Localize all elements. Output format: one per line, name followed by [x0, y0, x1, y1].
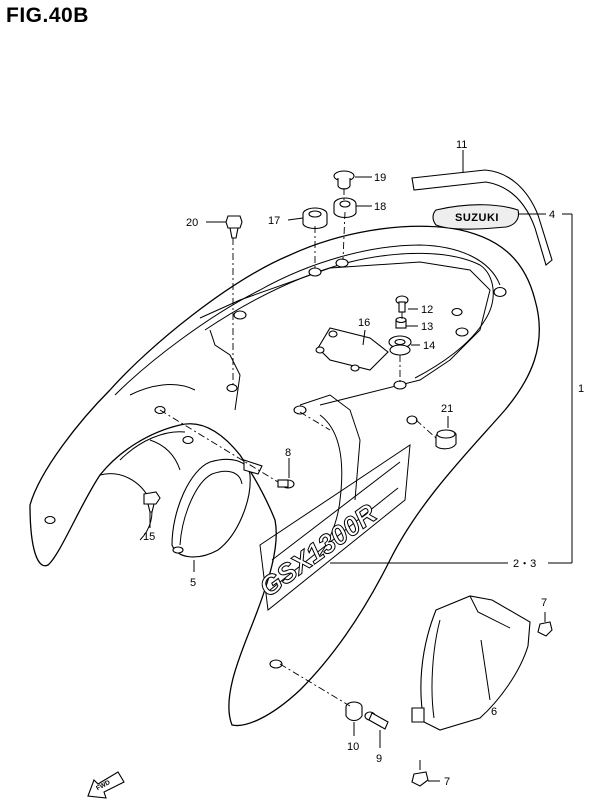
callout-5: 5	[190, 577, 196, 589]
part-14-grommet	[388, 335, 412, 356]
callout-10: 10	[347, 741, 359, 753]
part-9-bolt	[364, 711, 389, 730]
part-20-clip	[225, 215, 243, 239]
callout-7-upper: 7	[541, 597, 547, 609]
part-16-bracket	[315, 327, 389, 372]
callout-6: 6	[491, 706, 497, 718]
callout-1: 1	[578, 383, 584, 395]
callout-2-3: 2・3	[513, 558, 536, 570]
callout-21: 21	[441, 403, 453, 415]
callout-13: 13	[421, 321, 433, 333]
part-10-grommet	[345, 701, 363, 722]
callout-17: 17	[268, 215, 280, 227]
callout-16: 16	[358, 317, 370, 329]
callouts: 1 2・3 4 5 6 7 7 8 9 10 11 12 13 14 15 16…	[143, 139, 584, 788]
callout-20: 20	[186, 217, 198, 229]
fwd-arrow-icon: FWD	[87, 771, 125, 799]
callout-14: 14	[423, 340, 435, 352]
part-8-screw	[277, 479, 295, 489]
part-12-bolt	[395, 295, 409, 313]
callout-9: 9	[376, 753, 382, 765]
callout-7-lower: 7	[444, 776, 450, 788]
suzuki-emblem-text: SUZUKI	[455, 212, 499, 224]
callout-15: 15	[143, 531, 155, 543]
callout-18: 18	[374, 201, 386, 213]
figure-title: FIG.40B	[6, 4, 89, 27]
seat-tail-cover	[29, 225, 540, 727]
part-19-plug	[333, 170, 355, 190]
callout-8: 8	[285, 447, 291, 459]
part-17-cushion	[302, 207, 328, 230]
part-7-screw-upper	[537, 621, 553, 637]
rail-strip	[411, 169, 553, 266]
part-6-side-cover	[411, 595, 531, 731]
callout-19: 19	[374, 172, 386, 184]
callout-4: 4	[549, 209, 555, 221]
part-5-storage-box	[171, 458, 263, 558]
suzuki-emblem: SUZUKI	[432, 204, 520, 230]
callout-12: 12	[421, 304, 433, 316]
leader-lines	[149, 150, 573, 782]
part-13-collar	[395, 316, 407, 329]
callout-11: 11	[456, 139, 467, 151]
part-21-cap	[435, 429, 457, 450]
part-15-clip	[143, 491, 161, 513]
part-7-screw-lower	[411, 771, 429, 787]
